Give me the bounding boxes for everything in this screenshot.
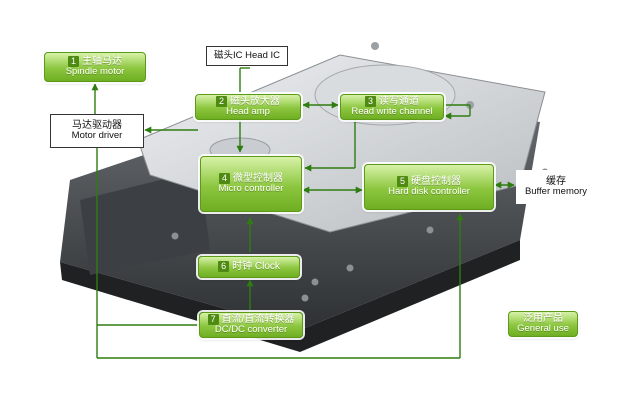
step-number: 1 [68, 55, 79, 67]
label: 磁头IC Head IC [214, 49, 280, 61]
label-en: DC/DC converter [214, 324, 288, 336]
buffer-memory-node: 缓存 Buffer memory [516, 170, 596, 204]
step-number: 5 [397, 175, 408, 187]
step-number: 3 [365, 95, 376, 107]
label-zh: 时钟 [232, 261, 253, 273]
general-use-legend: 泛用产品 General use [508, 311, 578, 337]
label-zh: 读写通道 [379, 95, 419, 107]
label-zh: 马达驱动器 [72, 119, 122, 131]
step-number: 6 [218, 261, 230, 273]
label-zh: 硬盘控制器 [411, 175, 461, 187]
label-zh: 主轴马达 [82, 55, 122, 67]
label-en: Hard disk controller [388, 186, 470, 198]
step-number: 2 [216, 95, 227, 107]
motor-driver-node: 马达驱动器 Motor driver [50, 114, 144, 148]
screw [171, 232, 179, 240]
label-zh: 磁头放大器 [230, 95, 280, 107]
label-zh: 微型控制器 [233, 172, 283, 184]
label-zh: 缓存 [546, 175, 566, 187]
label-en: Clock [254, 261, 280, 273]
label-en: Spindle motor [65, 66, 125, 78]
label-zh: 泛用产品 [523, 312, 563, 324]
pcb-edge [80, 170, 210, 275]
screw [301, 294, 309, 302]
label-en: Buffer memory [524, 186, 588, 198]
label-en: Motor driver [71, 130, 123, 142]
label-en: Head amp [226, 106, 270, 118]
screw [346, 264, 354, 272]
head-ic-node: 磁头IC Head IC [206, 46, 288, 66]
label-en: Micro controller [218, 183, 284, 195]
label-en: General use [517, 323, 569, 335]
step-number: 7 [207, 313, 219, 325]
label-en: Read write channel [351, 106, 433, 118]
screw [311, 278, 319, 286]
screw [426, 226, 434, 234]
step-number: 4 [219, 172, 230, 184]
connector-lines [91, 67, 515, 359]
screw [371, 42, 379, 50]
label-zh: 直流/直流转换器 [221, 313, 295, 325]
